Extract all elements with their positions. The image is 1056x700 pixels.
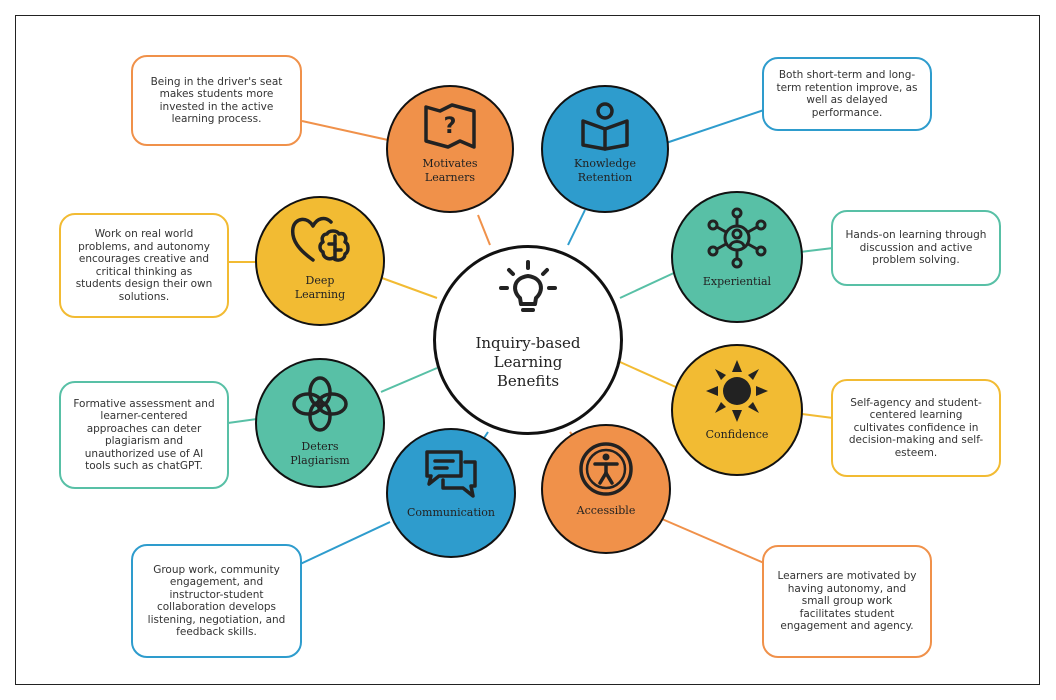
link-experiential — [799, 247, 834, 253]
description-box-plagiarism: Formative assessment and learner-centere… — [59, 381, 229, 489]
node-label-line: Deters — [301, 440, 339, 453]
link-knowledge — [665, 109, 765, 144]
node-motivates: ? Motivates Learners — [386, 85, 514, 213]
lightbulb-icon — [499, 260, 557, 312]
node-label-line: Accessible — [576, 504, 636, 517]
chat-bubbles-icon — [425, 450, 477, 498]
node-label: Knowledge Retention — [574, 157, 636, 185]
node-label-line: Knowledge — [574, 157, 636, 170]
svg-text:?: ? — [444, 114, 457, 139]
node-label: Experiential — [703, 275, 771, 289]
link-accessible — [661, 518, 765, 564]
link-motivates — [301, 120, 389, 141]
node-label-line: Motivates — [422, 157, 478, 170]
description-box-motivates: Being in the driver's seat makes student… — [131, 55, 302, 146]
node-label: Deep Learning — [295, 274, 345, 302]
reading-person-icon — [581, 102, 629, 151]
link-communication — [295, 521, 391, 567]
node-label-line: Deep — [305, 274, 335, 287]
description-box-accessible: Learners are motivated by having autonom… — [762, 545, 932, 658]
spoke-confidence — [619, 361, 679, 389]
node-confidence: Confidence — [671, 344, 803, 476]
node-label-line: Learners — [424, 171, 476, 184]
node-label: Accessible — [577, 504, 636, 518]
heart-brain-icon — [290, 216, 350, 262]
node-label-line: Plagiarism — [290, 454, 350, 467]
node-label-line: Confidence — [705, 428, 769, 441]
description-text: Hands-on learning through discussion and… — [845, 229, 987, 267]
description-box-knowledge: Both short-term and long-term retention … — [762, 57, 932, 131]
sun-icon — [706, 360, 768, 422]
network-person-icon — [707, 207, 767, 269]
description-text: Being in the driver's seat makes student… — [150, 75, 283, 126]
node-label-line: Experiential — [702, 275, 772, 288]
center-circle: Inquiry-based Learning Benefits — [433, 245, 623, 435]
node-communication: Communication — [386, 428, 516, 558]
node-accessible: Accessible — [541, 424, 671, 554]
link-plagiarism — [227, 418, 258, 424]
node-deep: Deep Learning — [255, 196, 385, 326]
spoke-deep — [381, 277, 438, 299]
spoke-plagiarism — [380, 367, 438, 393]
description-box-communication: Group work, community engagement, and in… — [131, 544, 302, 658]
node-label-line: Communication — [407, 506, 495, 519]
description-text: Formative assessment and learner-centere… — [73, 397, 215, 473]
ai-knot-icon — [292, 376, 348, 432]
accessibility-icon — [579, 442, 633, 496]
link-confidence — [801, 413, 834, 419]
description-box-experiential: Hands-on learning through discussion and… — [831, 210, 1001, 286]
spoke-experiential — [619, 271, 677, 299]
node-label: Motivates Learners — [422, 157, 477, 185]
center-title-line: Inquiry-based — [475, 334, 581, 352]
description-text: Group work, community engagement, and in… — [147, 563, 286, 639]
node-plagiarism: Deters Plagiarism — [255, 358, 385, 488]
node-label: Confidence — [706, 428, 769, 442]
description-text: Learners are motivated by having autonom… — [777, 570, 917, 633]
description-text: Both short-term and long-term retention … — [776, 69, 918, 119]
node-label-line: Retention — [577, 171, 633, 184]
map-question-icon: ? — [424, 103, 476, 149]
description-text: Self-agency and student-centered learnin… — [848, 396, 984, 459]
node-experiential: Experiential — [671, 191, 803, 323]
spoke-motivates — [477, 214, 491, 246]
node-label: Deters Plagiarism — [290, 440, 349, 468]
description-box-confidence: Self-agency and student-centered learnin… — [831, 379, 1001, 477]
diagram-frame — [15, 15, 1040, 685]
center-title-line: Benefits — [496, 372, 560, 390]
description-text: Work on real world problems, and autonom… — [75, 228, 213, 303]
description-box-deep: Work on real world problems, and autonom… — [59, 213, 229, 318]
node-label-line: Learning — [294, 288, 346, 301]
center-title: Inquiry-based Learning Benefits — [475, 334, 580, 391]
center-title-line: Learning — [493, 353, 563, 371]
node-label: Communication — [407, 506, 495, 520]
node-knowledge: Knowledge Retention — [541, 85, 669, 213]
spoke-knowledge — [567, 209, 586, 246]
